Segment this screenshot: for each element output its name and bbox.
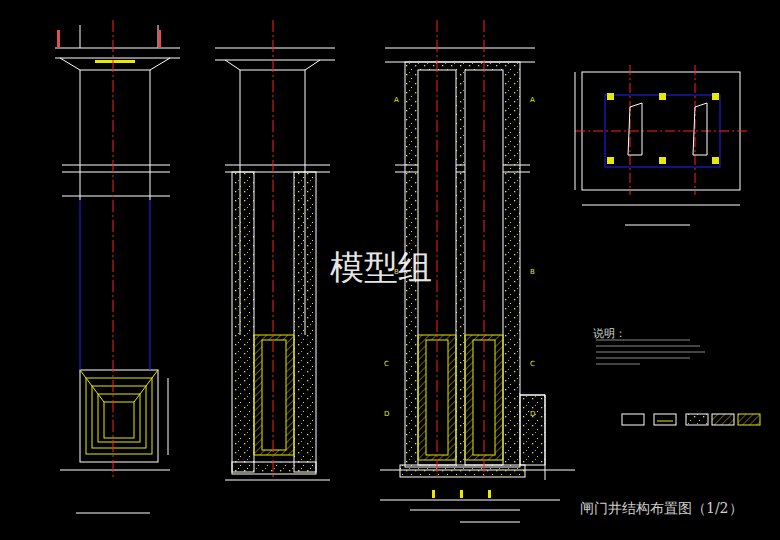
section-mark: A <box>394 96 399 104</box>
section-mark: B <box>530 268 535 276</box>
section-mark: C <box>384 360 389 368</box>
section-mark: C <box>530 360 535 368</box>
upstream-elevation <box>55 25 180 470</box>
side-section <box>215 48 335 480</box>
section-mark: A <box>530 96 535 104</box>
plan-view <box>575 65 748 205</box>
gate-recess <box>80 370 158 454</box>
drawing-title: 闸门井结构布置图（1/2） <box>580 500 743 518</box>
section-mark: B <box>394 268 399 276</box>
notes-heading: 说明： <box>593 326 626 341</box>
hatch-samples <box>622 414 760 425</box>
note-lines <box>596 340 705 364</box>
section-mark: D <box>530 410 535 418</box>
section-mark: D <box>384 410 389 418</box>
watermark: 模型组 <box>330 245 432 291</box>
